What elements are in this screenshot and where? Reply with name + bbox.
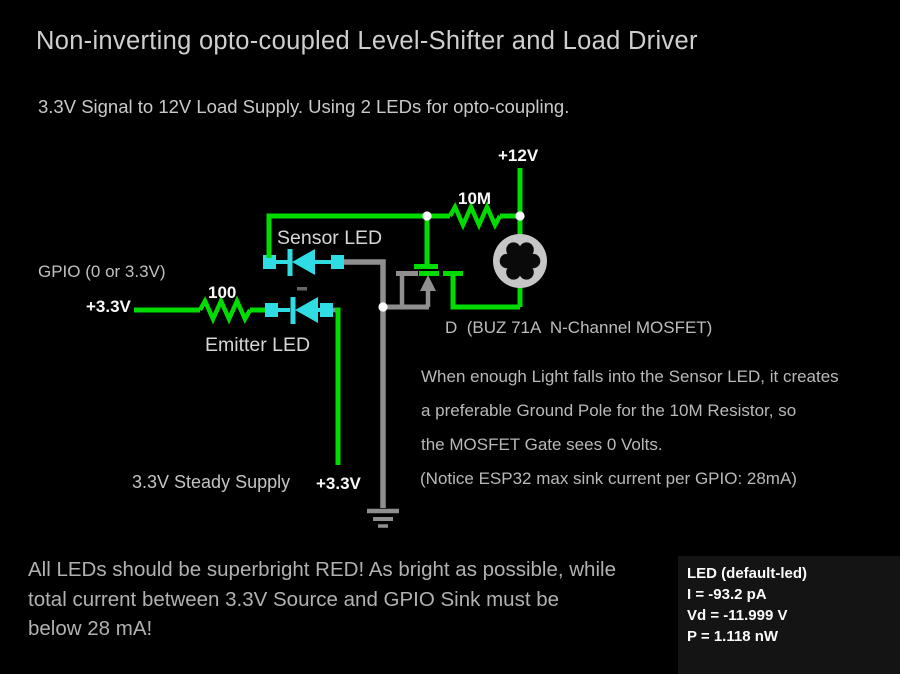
mosfet-label: D (BUZ 71A N-Channel MOSFET) (445, 318, 713, 337)
footer-line-2: total current between 3.3V Source and GP… (28, 588, 560, 611)
wire-drain-net[interactable] (450, 276, 520, 310)
page-subtitle: 3.3V Signal to 12V Load Supply. Using 2 … (38, 96, 570, 117)
sensor-led[interactable] (263, 249, 344, 276)
resistor-100[interactable] (198, 295, 266, 325)
emitter-led-label: Emitter LED (205, 334, 311, 356)
wire-supply-net[interactable] (335, 307, 341, 465)
info-power: P = 1.118 nW (687, 628, 779, 645)
voltage-rail-3v3-left[interactable]: +3.3V (86, 297, 131, 316)
resistor-100-value: 100 (208, 283, 237, 302)
motor-load[interactable] (493, 234, 547, 288)
gpio-label: GPIO (0 or 3.3V) (38, 262, 166, 281)
junction-dot (515, 211, 525, 221)
page-title: Non-inverting opto-coupled Level-Shifter… (36, 27, 698, 55)
motor-gear-icon (499, 242, 541, 280)
note-line-4: (Notice ESP32 max sink current per GPIO:… (420, 469, 797, 488)
info-voltage: Vd = -11.999 V (687, 607, 788, 624)
component-info-panel: LED (default-led) I = -93.2 pA Vd = -11.… (678, 556, 900, 674)
mosfet-buz71a[interactable] (396, 216, 463, 307)
footer-line-3: below 28 mA! (28, 617, 153, 640)
ground-icon[interactable] (367, 508, 399, 528)
note-line-3: the MOSFET Gate sees 0 Volts. (421, 435, 663, 454)
steady-supply-label: 3.3V Steady Supply (132, 472, 291, 492)
junction-dot (378, 302, 388, 312)
junction-dot (422, 211, 432, 221)
info-title: LED (default-led) (687, 565, 807, 582)
resistor-10m-value: 10M (458, 189, 492, 208)
note-line-2: a preferable Ground Pole for the 10M Res… (421, 401, 797, 420)
note-line-1: When enough Light falls into the Sensor … (421, 367, 839, 386)
emitter-led[interactable] (265, 297, 337, 324)
wire-ground-net[interactable] (344, 259, 429, 508)
footer-line-1: All LEDs should be superbright RED! As b… (28, 558, 616, 581)
resistor-10m[interactable] (448, 201, 520, 231)
voltage-rail-12v[interactable]: +12V (498, 146, 539, 165)
info-current: I = -93.2 pA (687, 586, 767, 603)
sensor-led-label: Sensor LED (277, 227, 383, 249)
opto-coupling-dash (297, 287, 307, 291)
voltage-rail-3v3-bottom[interactable]: +3.3V (316, 474, 361, 493)
